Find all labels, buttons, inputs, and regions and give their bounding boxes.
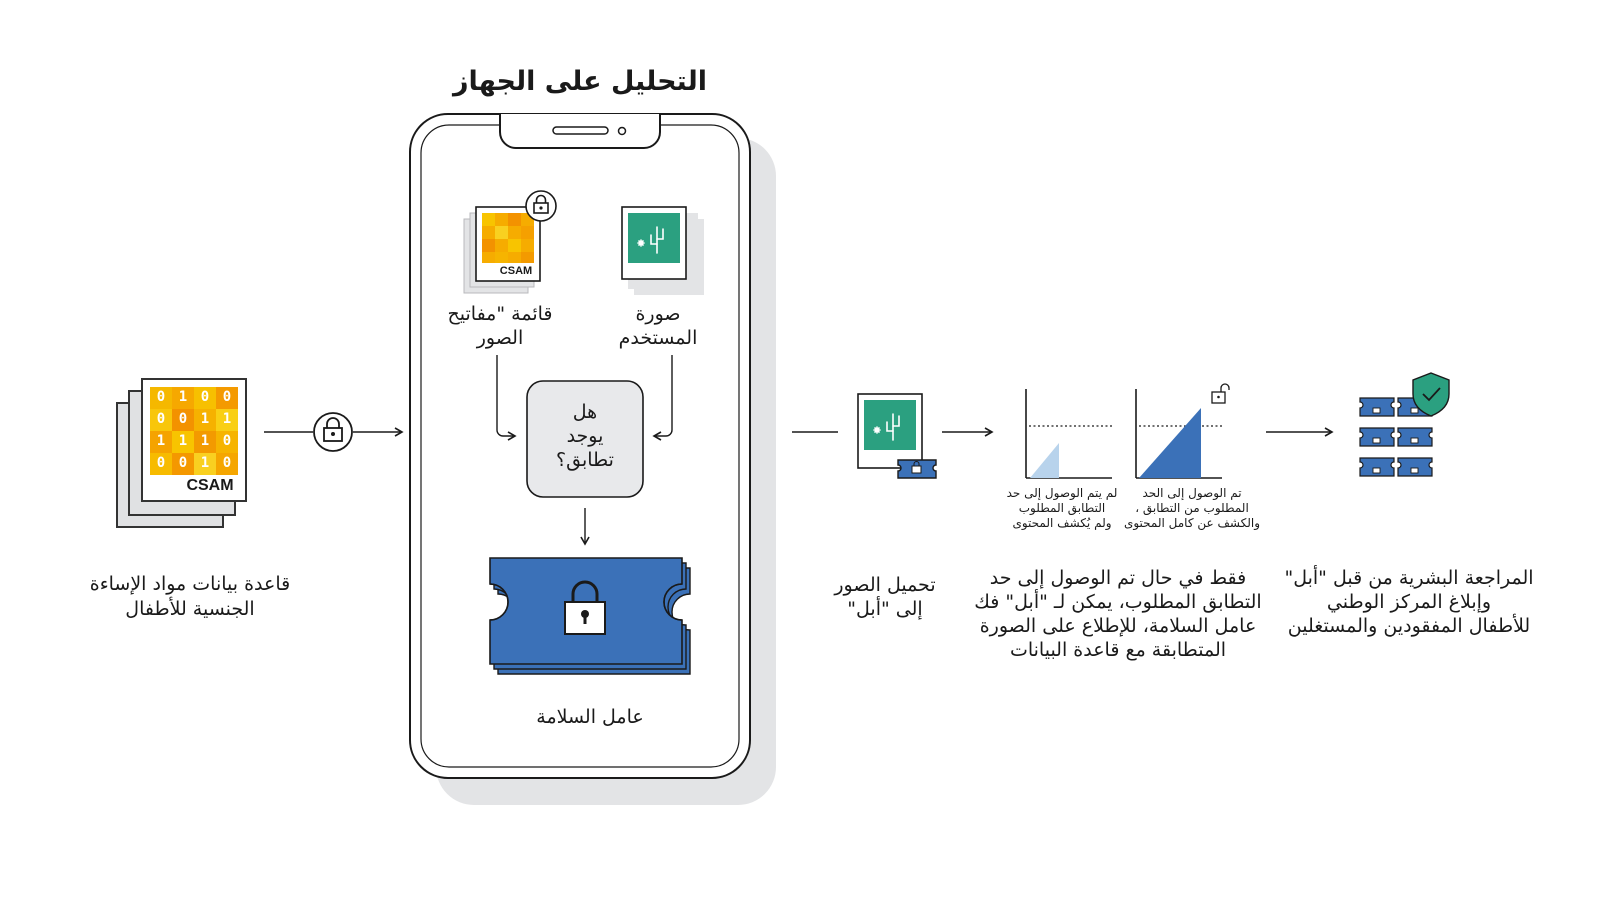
safety-voucher-caption: عامل السلامة [536,706,644,728]
match-question-line3: تطابق؟ [556,449,614,471]
hash-list-caption-line2: الصور [476,327,524,349]
bit-grid: 0 1 0 0 0 0 1 1 1 1 1 0 0 0 1 0 [150,387,238,475]
threshold-reached-line2: المطلوب من التطابق ، [1135,501,1249,515]
csam-database-caption-line2: الجنسية للأطفال [125,598,255,620]
threshold-reached-line3: والكشف عن كامل المحتوى [1123,516,1261,530]
threshold-not-reached-line3: ولم يُكشف المحتوى [1012,516,1112,530]
hash-list-card-label: CSAM [499,265,533,277]
review-caption-line3: للأطفال المفقودين والمستغلين [1287,615,1531,637]
unlock-icon [1211,383,1230,404]
csam-database-label: CSAM [186,477,234,494]
lock-icon [525,190,557,222]
lock-icon [313,412,353,452]
cactus-icon [873,413,900,441]
arrow-hash-to-match [496,355,517,441]
threshold-not-reached-chart [1025,389,1114,479]
csam-database-caption-line1: قاعدة بيانات مواد الإساءة [89,573,291,595]
arrow-photo-to-match [652,355,673,441]
hash-list-card [463,206,541,294]
page-title: التحليل على الجهاز [453,66,707,97]
review-caption-line1: المراجعة البشرية من قبل "أبل" [1284,567,1534,589]
threshold-description-line4: المتطابقة مع قاعدة البيانات [1009,639,1227,661]
threshold-reached-chart [1135,389,1224,479]
user-photo-card [621,206,704,295]
user-photo-caption-line1: صورة [635,303,681,325]
uploaded-photo [857,393,937,479]
threshold-description-line1: فقط في حال تم الوصول إلى حد [989,567,1247,589]
threshold-description-line2: التطابق المطلوب، يمكن لـ "أبل" فك [974,591,1262,613]
match-question-line2: يوجد [566,425,604,447]
threshold-not-reached-line1: لم يتم الوصول إلى حد [1006,486,1118,500]
review-caption-line2: وإبلاغ المركز الوطني [1326,591,1492,613]
shield-check-icon [1412,372,1450,417]
match-box [526,380,644,498]
threshold-description-line3: عامل السلامة، للإطلاع على الصورة [979,615,1257,637]
match-question-line1: هل [572,401,598,423]
hash-list-caption-line1: قائمة "مفاتيح [447,303,553,325]
threshold-not-reached-line2: التطابق المطلوب [1018,501,1106,515]
review-voucher-grid [1359,397,1433,477]
review-voucher-locks [1372,407,1419,474]
cactus-icon [637,226,664,254]
user-photo-caption-line2: المستخدم [618,327,698,349]
threshold-reached-line1: تم الوصول إلى الحد [1142,486,1242,500]
upload-caption-line2: إلى "أبل" [847,598,923,620]
lock-icon [564,580,606,635]
upload-caption-line1: تحميل الصور [834,574,936,596]
